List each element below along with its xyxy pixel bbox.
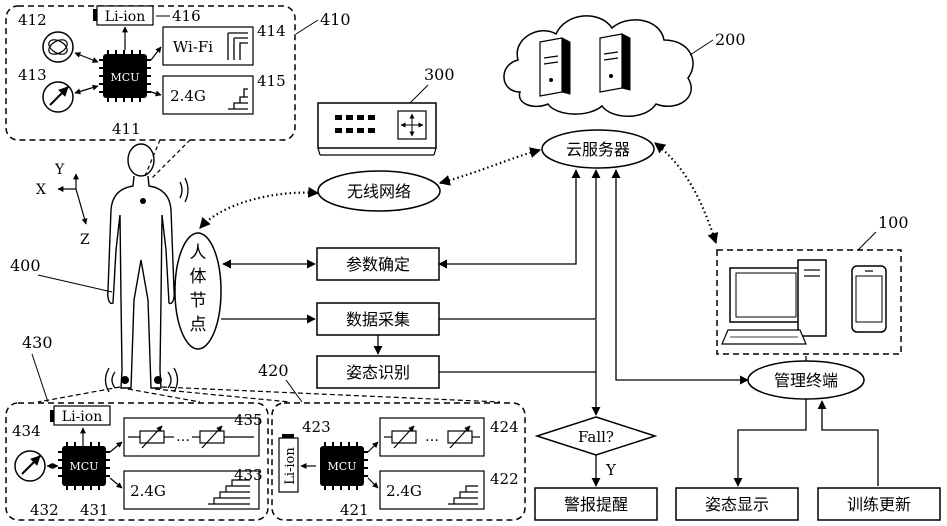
wifi-label: Wi-Fi — [173, 38, 213, 56]
human-body-figure — [106, 144, 189, 392]
terminal-group-100 — [717, 250, 901, 354]
param-confirm-box: 参数确定 — [317, 248, 439, 280]
label-435: 435 — [234, 411, 263, 429]
label-424: 424 — [490, 418, 519, 436]
mgmt-terminal-label: 管理终端 — [774, 371, 838, 390]
posture-display-box: 姿态显示 — [676, 488, 798, 520]
cloud-server-node: 云服务器 — [542, 130, 654, 168]
router-icon — [318, 103, 436, 155]
label-415: 415 — [257, 72, 286, 90]
data-collect-box: 数据采集 — [317, 303, 439, 335]
mgmt-terminal-node: 管理终端 — [748, 361, 864, 399]
body-node-char-1: 人 — [190, 243, 207, 263]
wifi-module-414: Wi-Fi — [163, 27, 253, 65]
dots-label: … — [176, 429, 190, 445]
resistor-array-424: … — [380, 418, 484, 456]
cloud-server-label: 云服务器 — [566, 140, 630, 159]
mcu-label: MCU — [70, 460, 99, 473]
module-430: Li-ion MCU … — [6, 403, 268, 520]
battery-434: Li-ion — [50, 406, 110, 425]
label-420: 420 — [258, 361, 289, 380]
server-icon — [600, 34, 630, 92]
mcu-label: MCU — [111, 71, 140, 84]
wireless-network-label: 无线网络 — [347, 182, 411, 201]
mcu-label: MCU — [328, 460, 357, 473]
mcu-chip-411: MCU — [99, 50, 151, 102]
module-410: MCU Li-ion Wi-Fi 2.4G — [6, 6, 295, 140]
posture-display-label: 姿态显示 — [705, 495, 769, 514]
module-420: Li-ion MCU … 2.4G — [272, 403, 525, 520]
battery-label: Li-ion — [62, 409, 102, 425]
param-confirm-label: 参数确定 — [346, 255, 410, 274]
label-432: 432 — [30, 501, 59, 519]
gyroscope-icon — [43, 32, 73, 62]
compass-icon — [43, 82, 73, 112]
posture-recog-box: 姿态识别 — [317, 356, 439, 388]
train-update-box: 训练更新 — [818, 488, 940, 520]
radio-label: 2.4G — [170, 87, 206, 105]
label-410: 410 — [320, 10, 351, 29]
label-421: 421 — [340, 501, 369, 519]
yes-label: Y — [605, 461, 617, 479]
body-node: 人 体 节 点 — [175, 233, 221, 349]
battery-423: Li-ion — [279, 434, 298, 492]
smartphone-icon — [852, 266, 886, 332]
battery-416: Li-ion — [93, 6, 153, 25]
dots-label: … — [425, 429, 439, 445]
label-416: 416 — [172, 7, 201, 25]
axis-x-label: X — [36, 182, 46, 198]
label-430: 430 — [22, 333, 53, 352]
train-update-label: 训练更新 — [847, 495, 911, 514]
data-collect-label: 数据采集 — [346, 310, 410, 329]
radio-module-422: 2.4G — [380, 471, 484, 509]
fall-decision: Fall? — [537, 417, 655, 455]
label-433: 433 — [234, 466, 263, 484]
mcu-chip-431: MCU — [58, 442, 110, 490]
desktop-computer-icon — [722, 260, 826, 344]
label-413: 413 — [18, 66, 47, 84]
alarm-box: 警报提醒 — [535, 488, 657, 520]
label-422: 422 — [490, 470, 519, 488]
label-414: 414 — [257, 22, 286, 40]
label-423: 423 — [302, 418, 331, 436]
label-100: 100 — [878, 213, 909, 232]
posture-recog-label: 姿态识别 — [346, 363, 410, 382]
label-412: 412 — [18, 11, 47, 29]
fall-label: Fall? — [578, 428, 614, 446]
wireless-network-node: 无线网络 — [318, 171, 440, 211]
label-200: 200 — [715, 30, 746, 49]
cloud-icon — [504, 16, 693, 116]
axis-z-label: Z — [80, 232, 90, 248]
body-node-char-3: 节 — [190, 291, 207, 311]
radio-label: 2.4G — [386, 482, 422, 500]
coordinate-axes: Y X Z — [36, 162, 90, 248]
body-node-char-2: 体 — [190, 267, 207, 287]
battery-label: Li-ion — [283, 447, 298, 485]
label-300: 300 — [424, 65, 455, 84]
body-node-char-4: 点 — [190, 315, 207, 335]
compass-icon — [15, 451, 45, 481]
battery-label: Li-ion — [105, 9, 145, 25]
alarm-label: 警报提醒 — [564, 495, 628, 514]
mcu-chip-421: MCU — [320, 442, 368, 490]
label-434: 434 — [12, 422, 41, 440]
axis-y-label: Y — [54, 162, 65, 178]
radio-label: 2.4G — [130, 482, 166, 500]
server-icon — [540, 38, 570, 96]
label-431: 431 — [80, 501, 109, 519]
label-411: 411 — [112, 120, 141, 138]
label-400: 400 — [10, 256, 41, 275]
radio-module-415: 2.4G — [163, 76, 253, 114]
